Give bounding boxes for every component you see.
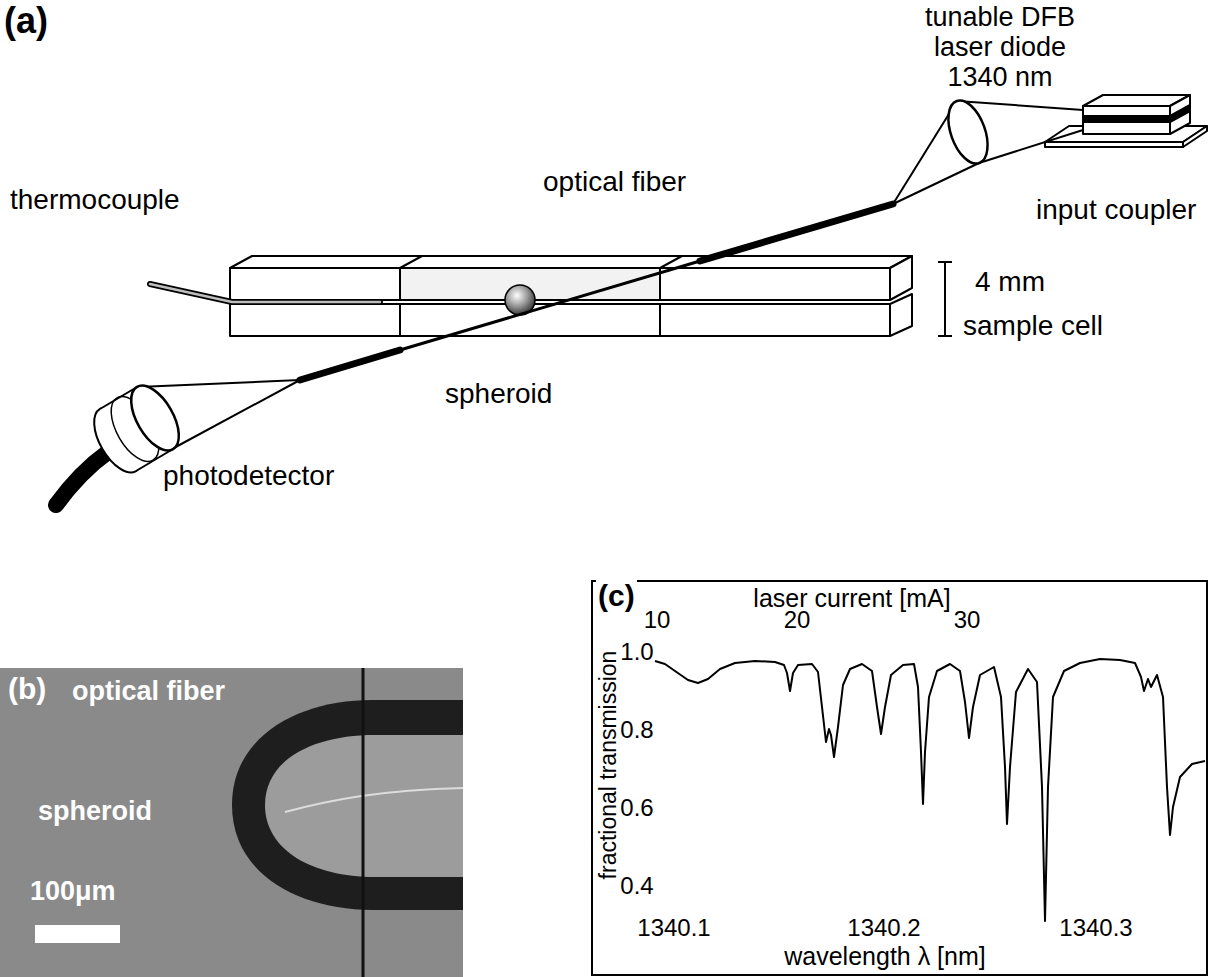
photodetector-symbol-part [56, 452, 108, 505]
micrograph-part [285, 788, 463, 812]
optical-fiber-line-part [300, 350, 400, 380]
dimension-bracket-part [938, 261, 952, 263]
panel-letter: (b) [8, 672, 46, 707]
part-label: thermocouple [10, 184, 180, 216]
part-label: sample cell [963, 310, 1103, 342]
laser-diode-chip-part [1045, 142, 1183, 147]
tick-label: 30 [954, 606, 981, 634]
thermocouple-wire [150, 284, 380, 302]
micrograph-part [232, 700, 463, 910]
sample-cell-part [230, 304, 890, 336]
sample-cell-part [890, 294, 912, 336]
photodetector-symbol-part [172, 380, 300, 449]
thermocouple-wire-part [150, 284, 380, 302]
axis-title: laser current [mA] [753, 584, 950, 613]
laser-diode-chip-part [1083, 116, 1170, 122]
tick-label: 1340.1 [637, 914, 710, 942]
axis-title: fractional transmission [595, 651, 621, 880]
input-coupler-lens [893, 95, 1083, 204]
thermocouple-wire-part [150, 284, 380, 302]
transmission-curve [655, 659, 1205, 921]
panel-letter: (a) [4, 0, 48, 41]
dimension-label: 4 mm [975, 266, 1045, 298]
tick-label: 1340.3 [1059, 914, 1132, 942]
tick-label: 10 [644, 606, 671, 634]
tick-label: 0.6 [620, 794, 653, 822]
sample-cell [230, 256, 912, 336]
sample-cell-part [399, 304, 401, 336]
part-label: optical fiber [543, 166, 686, 198]
sample-cell-part [230, 256, 912, 268]
part-label: spheroid [445, 378, 552, 410]
dimension-bracket [938, 262, 952, 336]
sample-cell-part [400, 256, 422, 268]
optical-fiber-line [300, 204, 893, 380]
micrograph-part [35, 925, 120, 943]
input-coupler-lens-part [941, 95, 996, 169]
tick-label: 0.8 [620, 716, 653, 744]
tick-label: 1.0 [620, 638, 653, 666]
micrograph [0, 668, 463, 977]
laser-diode-chip-part [1083, 106, 1170, 134]
part-label: photodetector [163, 460, 334, 492]
scale-bar-label: 100μm [30, 876, 116, 907]
laser-diode-chip [1045, 95, 1207, 147]
input-coupler-lens-part [893, 163, 979, 204]
photodetector-symbol-part [138, 380, 300, 387]
optical-fiber-line-part [400, 261, 700, 350]
dimension-bracket-part [938, 335, 952, 337]
input-coupler-lens-part [979, 130, 1083, 163]
tick-label: 0.4 [620, 872, 653, 900]
panel-letter: (c) [596, 579, 637, 614]
laser-diode-chip-part [1183, 126, 1207, 147]
image-label: optical fiber [72, 676, 225, 707]
optical-fiber-line-part [700, 204, 893, 261]
tick-label: 20 [784, 606, 811, 634]
sample-cell-part [230, 268, 890, 300]
plot-frame [592, 581, 1207, 975]
micrograph-part [362, 668, 365, 977]
sample-cell-part [659, 304, 661, 336]
part-label: input coupler [1036, 194, 1196, 226]
laser-diode-chip-part [1170, 105, 1190, 122]
tick-label: 1340.2 [847, 914, 920, 942]
image-label: spheroid [38, 796, 152, 827]
micrograph-part [0, 668, 463, 977]
input-coupler-lens-part [957, 101, 1083, 110]
dimension-bracket-part [944, 262, 946, 336]
axis-title: wavelength λ [nm] [784, 942, 986, 971]
laser-diode-chip-part [1170, 95, 1190, 134]
device-label: tunable DFB laser diode 1340 nm [903, 2, 1098, 92]
sample-cell-part [890, 256, 912, 300]
photodetector-symbol-part [121, 378, 188, 458]
